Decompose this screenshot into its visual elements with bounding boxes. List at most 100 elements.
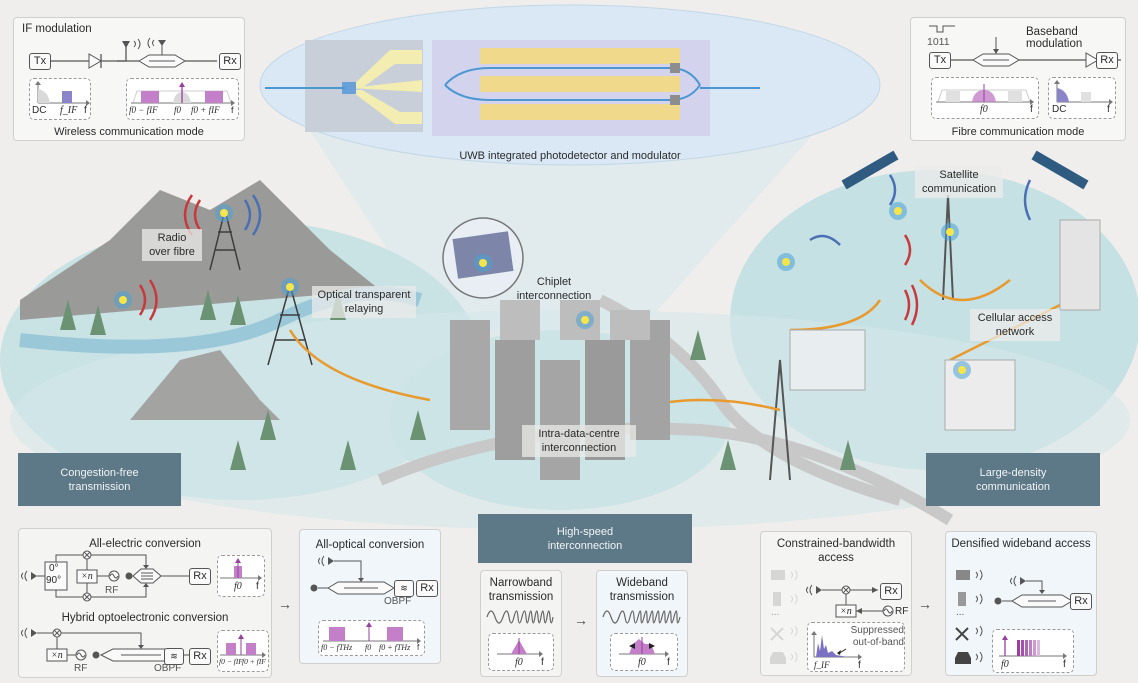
if-spectrum: DC f_IF f	[29, 78, 91, 120]
baseband-spectrum: DC f	[1048, 77, 1116, 119]
f-label: f	[84, 105, 87, 116]
arrow-right-icon: →	[574, 612, 588, 628]
device-icons	[955, 569, 983, 664]
drone-icon	[955, 627, 969, 641]
chip-caption: UWB integrated photodetector and modulat…	[459, 150, 681, 162]
constrained-mixer-diagram	[806, 584, 894, 618]
f-label: f	[417, 643, 420, 652]
monitor-icon	[956, 570, 970, 580]
car-icon	[770, 652, 786, 664]
fibre-mode-panel: 1011 Baseband modulation Tx Rx f0 f DC	[910, 17, 1126, 141]
monitor-icon	[771, 570, 785, 580]
fif-label: f_IF	[60, 105, 78, 116]
all-optical-obpf-label: OBPF	[384, 596, 412, 607]
modulator-icon	[117, 37, 217, 68]
all-optical-panel: All-optical conversion ≋ OBPF Rx f0 − fT…	[299, 529, 441, 664]
multiplier-label: ×n	[81, 571, 93, 582]
photodiode-icon	[51, 38, 141, 69]
dc-label: DC	[1052, 104, 1067, 115]
thz-plus-label: f0 + fTHz	[379, 643, 411, 652]
wideband-spectrum: f0 f	[610, 633, 678, 671]
rf-label: RF	[105, 585, 119, 596]
obpf-box: ≋	[394, 580, 414, 597]
wideband-title: Wideband transmission	[609, 577, 675, 603]
thz-center-label: f0	[365, 643, 372, 652]
electric-conversion-panel: All-electric conversion 0° 90° ×n RF Rx …	[18, 528, 272, 678]
f-label: f	[256, 581, 259, 592]
all-optical-spectrum: f0 − fTHz f0 f0 + fTHz f	[318, 620, 425, 656]
f-label: f	[231, 105, 234, 115]
all-optical-spectrum-plot	[323, 622, 421, 644]
f-label: f	[1030, 104, 1033, 115]
wireless-mode-panel: IF modulation Tx Rx DC f_IF f	[13, 17, 245, 141]
tower-cell-center	[769, 359, 791, 481]
satellite-label: Satellite communication	[915, 166, 1003, 198]
constrained-title: Constrained-bandwidth access	[776, 538, 896, 564]
wireless-arcs-red	[138, 194, 919, 326]
all-electric-spectrum: f0 f	[217, 555, 265, 597]
arrow-right-icon: →	[918, 596, 932, 612]
constrained-multiplier-label: ×n	[840, 606, 852, 617]
bits-label: 1011	[927, 36, 950, 48]
optical-spectrum: f0 f	[931, 77, 1039, 119]
wideband-panel: Wideband transmission f0 f	[596, 570, 688, 677]
densified-spectrum: f0 f	[992, 629, 1074, 673]
tx-box: Tx	[29, 53, 51, 70]
rx-box: Rx	[416, 580, 438, 597]
rx-box: Rx	[880, 583, 902, 600]
tx-box: Tx	[929, 52, 951, 69]
all-electric-spectrum-plot	[220, 558, 262, 581]
densified-title: Densified wideband access	[951, 538, 1091, 550]
all-optical-title: All-optical conversion	[315, 539, 425, 551]
car-icon	[955, 652, 971, 664]
congestion-free-tag: Congestion-free transmission	[18, 453, 181, 506]
phase-90-label: 90°	[46, 575, 62, 586]
rx-box: Rx	[219, 53, 241, 70]
satellite-icon	[841, 150, 899, 190]
f-label: f	[858, 660, 861, 671]
ellipsis-label: ...	[956, 607, 965, 618]
suppressed-annotation: Suppressed out-of-band	[850, 625, 904, 648]
constrained-spectrum: Suppressed out-of-band f_IF f	[807, 622, 905, 672]
narrowband-panel: Narrowband transmission f0 f	[480, 570, 562, 677]
office-building	[1059, 219, 1101, 311]
satellite-icon	[1031, 150, 1089, 190]
mountain	[130, 350, 280, 420]
all-electric-diagram	[21, 550, 193, 602]
fibre-mode-caption: Fibre communication mode	[951, 126, 1085, 138]
rx-box: Rx	[1070, 593, 1092, 610]
wideband-waveform	[602, 610, 681, 624]
constrained-rf-label: RF	[895, 606, 909, 617]
wireless-mode-caption: Wireless communication mode	[54, 126, 204, 138]
spec-minus-label: f0 − fIF	[129, 105, 158, 115]
wideband-spectrum-plot	[619, 637, 669, 657]
narrowband-spectrum-plot	[497, 638, 543, 657]
if-modulation-heading: IF modulation	[22, 23, 92, 35]
phase-0-label: 0°	[49, 563, 59, 574]
hybrid-rf-label: RF	[74, 663, 88, 674]
densified-modulator-diagram	[994, 575, 1090, 608]
narrowband-waveform	[486, 610, 554, 624]
f-label: f	[541, 657, 544, 668]
fibre-line	[288, 279, 1071, 412]
drone-icon	[770, 627, 784, 641]
road	[377, 422, 954, 526]
bit-pulse-icon	[929, 25, 955, 33]
hybrid-spectrum: f0 − fIF f0 + fIF	[217, 630, 269, 672]
rx-box: Rx	[1096, 52, 1118, 69]
chip-platform	[259, 4, 881, 166]
f-label: f	[667, 657, 670, 668]
phone-icon	[773, 592, 781, 606]
narrowband-title: Narrowband transmission	[488, 577, 554, 603]
chiplet-label: Chiplet interconnection	[516, 276, 592, 302]
hybrid-obpf-label: OBPF	[154, 663, 182, 674]
stadium-building	[789, 329, 866, 391]
rf-spectrum-plot	[131, 82, 235, 106]
large-density-tag: Large-density communication	[926, 453, 1100, 506]
rx-box: Rx	[189, 568, 211, 585]
high-speed-tag: High-speed interconnection	[478, 514, 692, 563]
narrowband-spectrum: f0 f	[488, 633, 554, 671]
hybrid-minus-label: f0 − fIF	[219, 657, 243, 666]
densified-access-panel: Densified wideband access ... Rx f0 f	[945, 531, 1097, 676]
hybrid-diagram	[21, 627, 196, 662]
